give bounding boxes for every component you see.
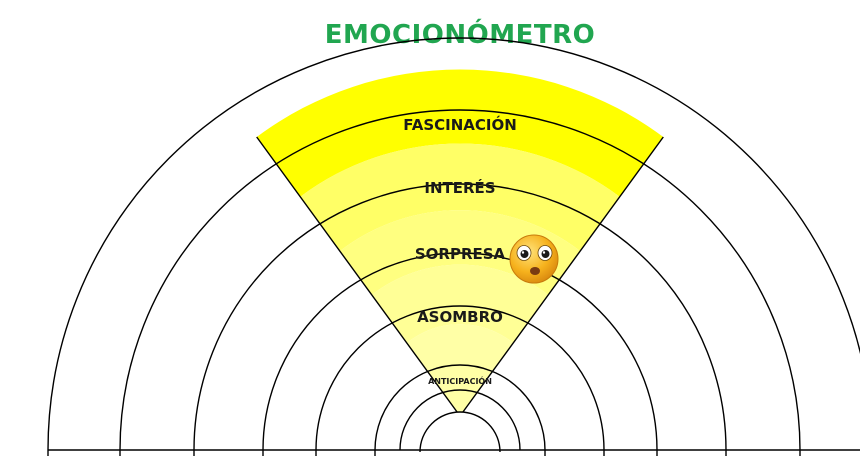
level-label-fascinacion: FASCINACIÓN [403,115,517,134]
level-label-sorpresa: SORPRESA [415,245,506,263]
wedge-band-interes [300,143,620,251]
wedge-edge-left [256,136,461,417]
wedge-band-asombro [371,264,549,343]
center-hub [419,411,501,453]
ring-arc-1 [399,389,521,451]
ring-arc-7 [47,37,860,451]
level-label-anticipacion: ANTICIPACIÓN [428,375,492,386]
wedge-band-fascinacion [256,69,664,197]
ring-arc-4 [262,252,658,451]
page-title: EMOCIONÓMETRO [324,20,596,50]
ring-arc-2 [374,364,546,451]
ring-arc-5 [193,183,727,451]
wedge-edge-right [459,136,664,417]
ring-arc-3 [315,305,605,451]
level-label-interes: INTERÉS [424,178,495,197]
ring-arc-6 [119,109,801,451]
amazed-face-emoji-icon [509,234,559,284]
level-label-asombro: ASOMBRO [417,308,503,326]
wedge-band-anticipacion [406,324,514,416]
